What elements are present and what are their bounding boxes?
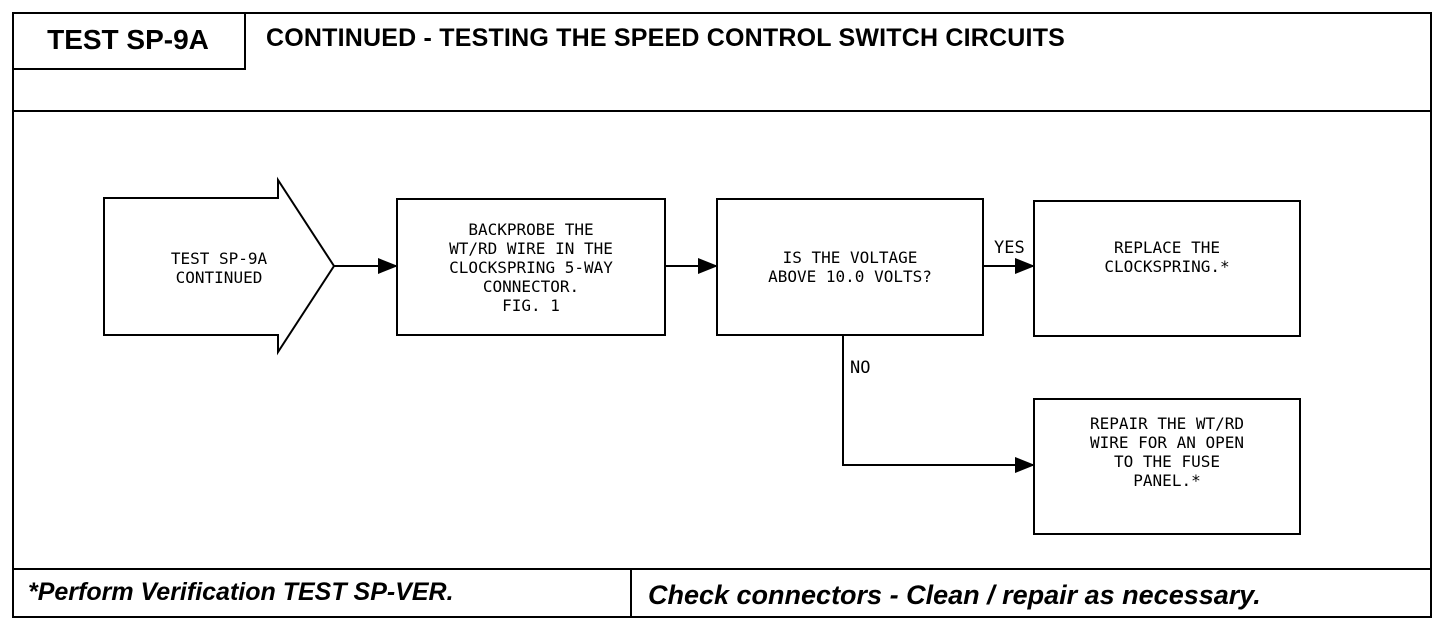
test-id-label: TEST SP-9A	[12, 12, 246, 70]
decision-voltage-box: IS THE VOLTAGE ABOVE 10.0 VOLTS?	[716, 198, 984, 336]
step-backprobe-box: BACKPROBE THE WT/RD WIRE IN THE CLOCKSPR…	[396, 198, 666, 336]
yes-label: YES	[994, 238, 1025, 258]
footer-column-divider	[630, 570, 632, 616]
start-label: TEST SP-9A CONTINUED	[170, 249, 268, 287]
result-replace-clockspring-box: REPLACE THE CLOCKSPRING.*	[1033, 200, 1301, 337]
no-label: NO	[850, 358, 871, 378]
footer-verification-note: *Perform Verification TEST SP-VER.	[28, 578, 454, 606]
result-repair-wire-box: REPAIR THE WT/RD WIRE FOR AN OPEN TO THE…	[1033, 398, 1301, 535]
header-divider	[12, 110, 1432, 112]
page-frame	[12, 12, 1432, 618]
page-title: CONTINUED - TESTING THE SPEED CONTROL SW…	[266, 24, 1066, 52]
footer-connectors-note: Check connectors - Clean / repair as nec…	[648, 580, 1261, 610]
start-arrow-shape	[103, 176, 336, 356]
connector-no	[842, 335, 1035, 473]
footer-divider	[12, 568, 1432, 570]
